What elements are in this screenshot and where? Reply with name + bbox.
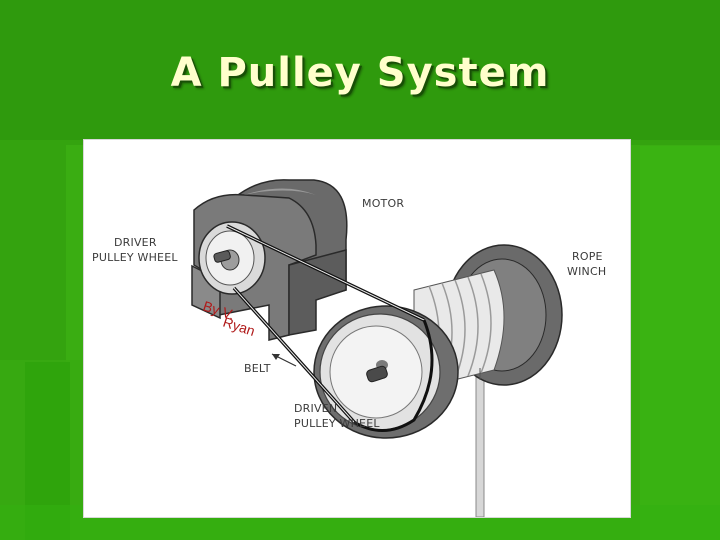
watermark-line2: Ryan [221,314,257,339]
pulley-diagram: By V. Ryan [84,140,630,517]
belt [226,224,434,432]
label-motor: MOTOR [362,197,405,210]
label-driver-line2: PULLEY WHEEL [92,251,178,264]
slide-title: A Pulley System [170,50,550,96]
label-driven-line2: PULLEY WHEEL [294,417,380,430]
label-driven-line1: DRIVEN [294,402,338,415]
driver-pulley-wheel [198,221,266,295]
driven-pulley-wheel [313,305,459,439]
label-belt: BELT [244,362,271,375]
label-rope-winch-line1: ROPE [572,250,603,263]
label-rope-winch-line2: WINCH [567,265,607,278]
pulley-diagram-drawing: By V. Ryan [191,179,563,517]
label-driver-line1: DRIVER [114,236,157,249]
